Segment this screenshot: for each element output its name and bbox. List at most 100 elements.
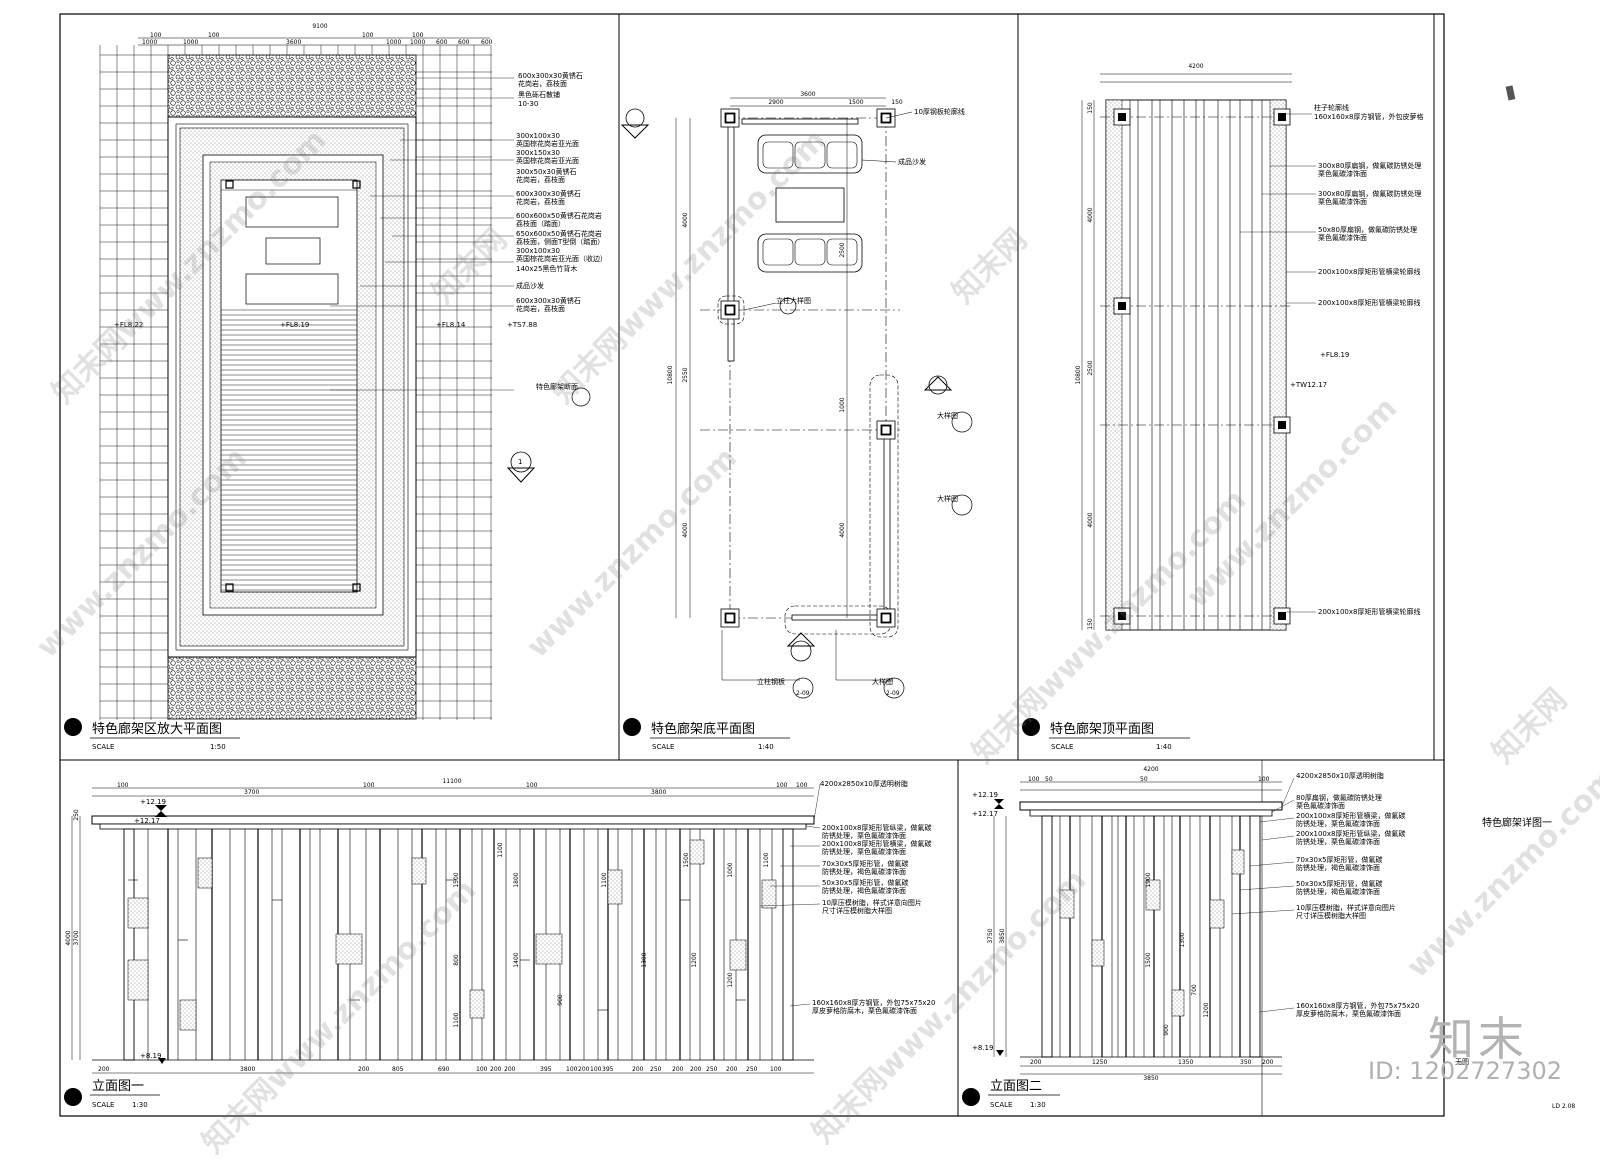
elev2-vdim: 1300: [1179, 932, 1186, 947]
elev1-note: 尺寸详压模树脂大样图: [822, 906, 892, 915]
elev1-note: 10厚压模树脂，样式详意向图片: [822, 898, 922, 907]
elev1-dim: 395: [602, 1066, 614, 1073]
elev2-scale-label: SCALE: [990, 1101, 1012, 1109]
plan3-note: 200x100x8厚矩形管横梁轮廓线: [1318, 267, 1420, 276]
plan1-dim: 1000: [410, 39, 425, 46]
elev2-dim: 1250: [1092, 1059, 1107, 1066]
elev1-note: 200x100x8厚矩形管横梁，做氟碳: [822, 839, 931, 848]
elev2-note: 防锈处理，褐色氟碳漆饰面: [1296, 887, 1380, 896]
plan2-note: 大样图: [937, 411, 958, 420]
plan1-note: 荔枝面（踏面）: [516, 219, 565, 228]
elev1-dim: 100: [476, 1066, 488, 1073]
elev1-dim: 805: [392, 1066, 404, 1073]
plan2-dim: 10800: [667, 365, 674, 384]
elev1-dim: 200: [504, 1066, 516, 1073]
elev2-vdim: 1900: [1145, 872, 1152, 887]
plan2-dim: 2500: [839, 242, 846, 257]
elev1-note: 防锈处理，栗色氟碳漆饰面: [822, 847, 906, 856]
elev2-level: +8.19: [972, 1044, 993, 1052]
plan1-sofa-top: [245, 196, 339, 228]
plan1-title: 特色廊架区放大平面图: [92, 721, 222, 737]
elev2-note: 防锈处理，栗色氟碳漆饰面: [1296, 837, 1380, 846]
plan1-note: 花岗岩，荔枝面: [516, 304, 565, 313]
plan3-note: 300x80厚扁钢，做氟碳防锈处理: [1318, 161, 1421, 170]
elev2-note: 栗色氟碳漆饰面: [1296, 801, 1345, 810]
elev1-dim: 100: [796, 782, 808, 789]
elev1-dim: 200: [578, 1066, 590, 1073]
plan1-note: 英国棕花岗岩亚光面: [516, 156, 579, 165]
plan1-level: +FL8.19: [280, 321, 309, 329]
elev1-vdim: 1500: [683, 852, 690, 867]
plan3-note: 栗色氟碳漆饰面: [1318, 169, 1367, 178]
elev2-screen: [1041, 815, 1261, 1058]
elev2-scale: 1:30: [1030, 1101, 1046, 1109]
elev1-dim: 100: [590, 1066, 602, 1073]
plan1-gravel-bottom: [167, 656, 417, 720]
elev1-dim: 3800: [240, 1066, 255, 1073]
elev2-note: 70x30x5厚矩形管，做氟碳: [1296, 855, 1383, 864]
plan1-dim: 600: [481, 39, 493, 46]
elev1-dim: 3700: [244, 789, 259, 796]
elev2-dim: 50: [1140, 776, 1148, 783]
elev1-dim: 250: [746, 1066, 758, 1073]
plan-2-base: 3600 2900 1500 150 10800 4000 2550 4000 …: [620, 91, 973, 751]
elev1-scale: 1:30: [132, 1101, 148, 1109]
elev2-dim: 200: [1030, 1059, 1042, 1066]
plan1-dim: 1000: [142, 39, 157, 46]
elev2-dim: 3850: [999, 928, 1006, 943]
plan3-dim: 150: [1087, 618, 1094, 630]
plan2-note: 大样图: [872, 677, 893, 686]
plan1-note: 黑色砾石散铺: [518, 90, 560, 99]
plan2-dim: 150: [891, 99, 903, 106]
elev2-dim: 1350: [1178, 1059, 1193, 1066]
elev1-dim: 3700: [73, 930, 80, 945]
elev2-vdim: 700: [1191, 984, 1198, 996]
plan3-scale-label: SCALE: [1051, 743, 1073, 751]
plan1-note: 600x600x50黄锈石花岗岩: [516, 211, 602, 220]
elev1-dim: 100: [776, 782, 788, 789]
elev1-note: 70x30x5厚矩形管，做氟碳: [822, 859, 909, 868]
elev2-title: 立面图二: [990, 1079, 1042, 1094]
plan3-dim: 4000: [1087, 207, 1094, 222]
plan2-dim: 4000: [682, 522, 689, 537]
elev1-dim: 4000: [65, 930, 72, 945]
plan1-dim: 600: [458, 39, 470, 46]
elev1-dim: 200: [358, 1066, 370, 1073]
elev1-dim: 200: [632, 1066, 644, 1073]
elev1-dim: 100: [363, 782, 375, 789]
elev2-note: 160x160x8厚方钢管，外包75x75x20: [1296, 1001, 1419, 1010]
sheet-frame: [59, 13, 1445, 1117]
elev2-note: 200x100x8厚矩形管横梁，做氟碳: [1296, 811, 1405, 820]
plan3-note: 300x80厚扁钢，做氟碳防锈处理: [1318, 189, 1421, 198]
elev1-dim: 200: [690, 1066, 702, 1073]
plan1-dim: 1000: [183, 39, 198, 46]
elev1-vdim: 1100: [763, 852, 770, 867]
elev2-note: 尺寸详压模树脂大样图: [1296, 911, 1366, 920]
plan1-note: 成品沙发: [516, 281, 544, 290]
plan1-note: 300x150x30: [516, 149, 560, 157]
elev1-dim: 200: [98, 1066, 110, 1073]
sheet-number: LD 2.08: [1552, 1103, 1575, 1110]
elev2-level: +12.17: [972, 810, 998, 818]
plan1-note: 1: [518, 458, 522, 466]
plan3-level: +FL8.19: [1320, 351, 1349, 359]
plan3-note: 栗色氟碳漆饰面: [1318, 233, 1367, 242]
plan1-note: 10-30: [518, 100, 538, 108]
north-marker: [1505, 85, 1516, 101]
elev1-note: 160x160x8厚方钢管，外包75x75x20: [812, 998, 935, 1007]
elev1-dim: 250: [706, 1066, 718, 1073]
plan1-gravel-top: [167, 54, 417, 118]
elev1-note: 防锈处理，褐色氟碳漆饰面: [822, 886, 906, 895]
plan2-scale: 1:40: [758, 743, 774, 751]
plan3-dim: 4200: [1188, 63, 1203, 70]
elev1-dim: 100: [526, 782, 538, 789]
plan1-scale-label: SCALE: [92, 743, 114, 751]
elev1-vdim: 1100: [601, 872, 608, 887]
plan1-note: 600x300x30黄锈石: [516, 296, 581, 305]
elev1-screen: [123, 828, 794, 1061]
plan1-note: 300x100x30: [516, 132, 560, 140]
elev2-dim: 4200: [1143, 766, 1158, 773]
elev1-notes: 4200x2850x10厚透明树脂200x100x8厚矩形管纵梁，做氟碳防锈处理…: [759, 779, 935, 1015]
